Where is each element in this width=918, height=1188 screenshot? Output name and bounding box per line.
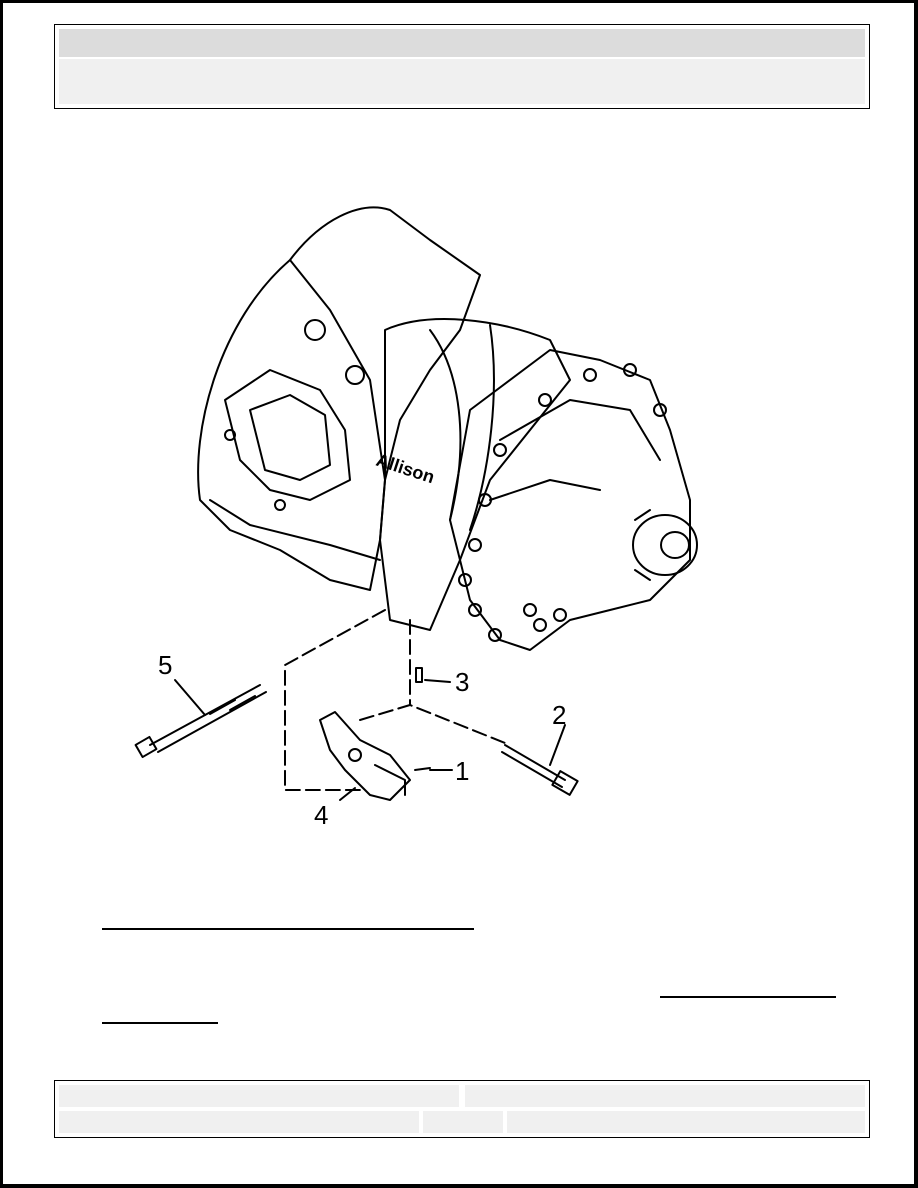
footer-cell-bottom-mid <box>423 1111 503 1133</box>
speed-sensor <box>501 744 579 796</box>
footer-cell-bottom-right <box>507 1111 865 1133</box>
callout-2: 2 <box>552 700 567 730</box>
footer-cell-bottom-left <box>59 1111 419 1133</box>
position-switch <box>319 711 411 801</box>
footer-table <box>54 1080 870 1138</box>
bolts <box>458 363 667 642</box>
header-table <box>54 24 870 109</box>
assembly-line-sensor <box>359 704 511 746</box>
link-underline-1[interactable] <box>102 928 474 930</box>
header-title-cell <box>59 29 865 57</box>
footer-cell-top-right <box>465 1085 865 1107</box>
brand-text: Allison <box>374 450 437 488</box>
link-underline-3[interactable] <box>102 1022 218 1024</box>
bell-housing <box>197 206 481 591</box>
link-underline-2[interactable] <box>660 996 836 998</box>
rear-housing <box>449 349 691 651</box>
callout-1: 1 <box>455 756 470 786</box>
screw <box>414 767 431 771</box>
manual-shaft <box>134 684 267 759</box>
transmission-case <box>379 318 571 631</box>
transmission-illustration: Allison <box>134 206 698 801</box>
output-shaft <box>632 514 698 576</box>
callout-4: 4 <box>314 800 329 830</box>
footer-cell-top-left <box>59 1085 459 1107</box>
pin <box>415 667 423 683</box>
assembly-line-shaft <box>284 609 386 791</box>
header-subtitle-cell <box>59 59 865 104</box>
callout-3: 3 <box>455 667 470 697</box>
callout-5: 5 <box>158 650 173 680</box>
